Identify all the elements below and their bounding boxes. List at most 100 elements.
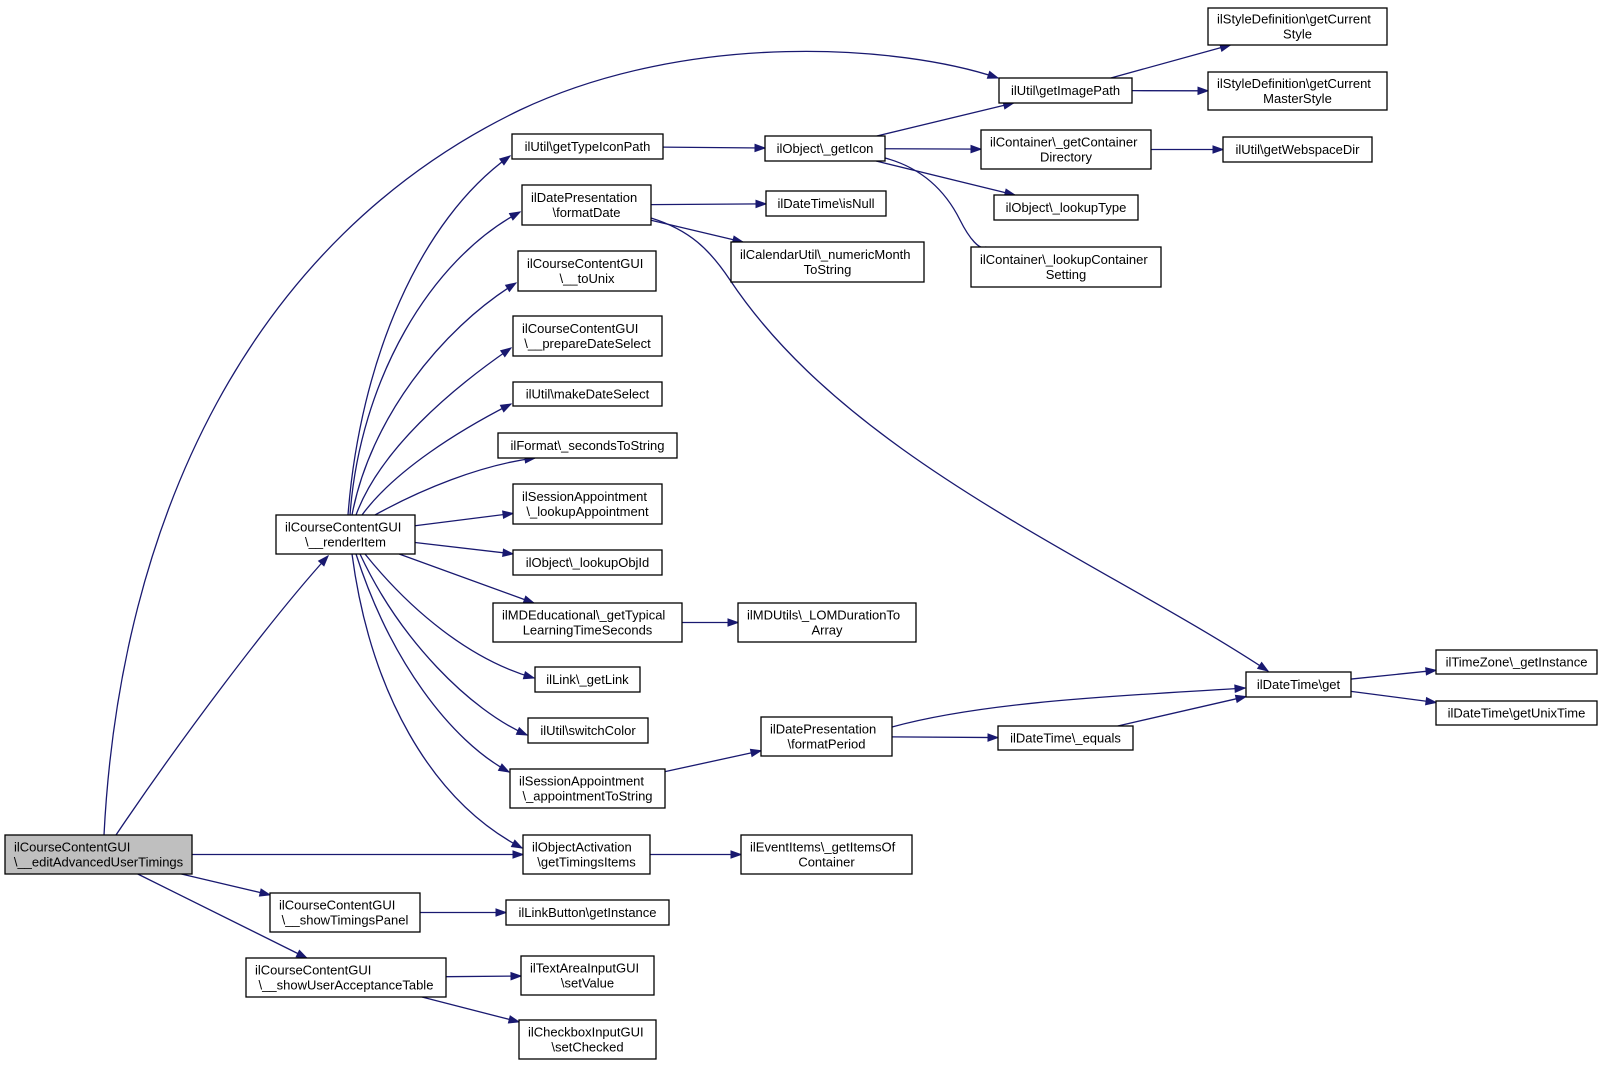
node-label: ilMDEducational\_getTypical	[502, 608, 665, 623]
node-label: \__renderItem	[305, 535, 386, 550]
node-makeDateSelect[interactable]: ilUtil\makeDateSelect	[512, 381, 663, 407]
edge-line	[137, 873, 308, 959]
edge-line	[664, 750, 762, 773]
edge-line	[1117, 695, 1247, 727]
edge-line	[445, 975, 522, 978]
node-box	[740, 834, 913, 875]
node-setChecked[interactable]: ilCheckboxInputGUI\setChecked	[518, 1019, 657, 1060]
node-prepareDateSelect[interactable]: ilCourseContentGUI\__prepareDateSelect	[512, 315, 663, 357]
edge-renderItem-to-makeDateSelect	[361, 403, 513, 516]
node-box	[993, 194, 1139, 221]
node-box	[760, 716, 893, 757]
node-getTypeIconPath[interactable]: ilUtil\getTypeIconPath	[511, 133, 664, 160]
node-lookupType[interactable]: ilObject\_lookupType	[993, 194, 1139, 221]
node-label: ilCourseContentGUI	[522, 321, 638, 336]
edge-root-to-showTimingsPanel	[181, 873, 272, 897]
node-setValue[interactable]: ilTextAreaInputGUI\setValue	[520, 955, 655, 996]
node-formatPeriod[interactable]: ilDatePresentation\formatPeriod	[760, 716, 893, 757]
node-label: LearningTimeSeconds	[523, 623, 653, 638]
node-timeZone[interactable]: ilTimeZone\_getInstance	[1435, 649, 1598, 675]
node-box	[509, 768, 666, 809]
arrowhead	[499, 403, 513, 413]
node-getTypical[interactable]: ilMDEducational\_getTypicalLearningTimeS…	[492, 602, 683, 643]
node-label: \__editAdvancedUserTimings	[14, 855, 184, 870]
edge-line	[355, 553, 510, 773]
node-box	[998, 77, 1133, 104]
edge-line	[650, 217, 1269, 672]
node-label: ilCheckboxInputGUI	[528, 1025, 644, 1040]
node-label: \__showUserAcceptanceTable	[259, 978, 434, 993]
edge-line	[421, 996, 520, 1023]
node-getImagePath[interactable]: ilUtil\getImagePath	[998, 77, 1133, 104]
edge-equals-to-dateTimeGet	[1117, 694, 1248, 727]
node-getTimingsItems[interactable]: ilObjectActivation\getTimingsItems	[522, 834, 651, 875]
node-secondsToString[interactable]: ilFormat\_secondsToString	[497, 432, 678, 459]
node-toUnix[interactable]: ilCourseContentGUI\__toUnix	[517, 250, 657, 292]
node-label: ilDateTime\get	[1257, 677, 1341, 692]
node-webspaceDir[interactable]: ilUtil\getWebspaceDir	[1222, 136, 1373, 163]
node-label: ilCourseContentGUI	[255, 963, 371, 978]
node-box	[1245, 671, 1352, 698]
node-linkButton[interactable]: ilLinkButton\getInstance	[505, 899, 670, 926]
node-layer: ilCourseContentGUI\__editAdvancedUserTim…	[4, 7, 1598, 1060]
node-showTimingsPanel[interactable]: ilCourseContentGUI\__showTimingsPanel	[269, 892, 421, 933]
arrowhead	[502, 510, 515, 519]
node-formatDate[interactable]: ilDatePresentation\formatDate	[521, 184, 652, 226]
arrowhead	[499, 347, 513, 358]
node-label: ilDatePresentation	[531, 190, 637, 205]
node-label: ilContainer\_lookupContainer	[980, 252, 1148, 267]
node-label: \__prepareDateSelect	[524, 336, 651, 351]
arrowhead	[498, 155, 512, 166]
edge-line	[662, 146, 766, 149]
node-switchColor[interactable]: ilUtil\switchColor	[527, 717, 649, 744]
node-appointmentToString[interactable]: ilSessionAppointment\_appointmentToStrin…	[509, 768, 666, 809]
node-box	[492, 602, 683, 643]
node-unixTime[interactable]: ilDateTime\getUnixTime	[1435, 700, 1598, 726]
node-box	[521, 184, 652, 226]
node-equals[interactable]: ilDateTime\_equals	[997, 725, 1134, 751]
edge-renderItem-to-getLink	[364, 553, 536, 680]
node-label: \formatDate	[553, 205, 621, 220]
edge-renderItem-to-formatDate	[349, 211, 522, 516]
node-label: ilTimeZone\_getInstance	[1446, 655, 1588, 670]
edge-renderItem-to-secondsToString	[374, 455, 537, 516]
node-lookupObjId[interactable]: ilObject\_lookupObjId	[512, 549, 663, 576]
edge-showUserAcceptanceTable-to-setValue	[445, 971, 523, 981]
node-showUserAcceptanceTable[interactable]: ilCourseContentGUI\__showUserAcceptanceT…	[245, 957, 447, 998]
node-label: ilUtil\getTypeIconPath	[525, 139, 651, 154]
node-dateTimeGet[interactable]: ilDateTime\get	[1245, 671, 1352, 698]
node-label: ilStyleDefinition\getCurrent	[1217, 12, 1371, 27]
node-lookupAppointment[interactable]: ilSessionAppointment\_lookupAppointment	[512, 483, 663, 525]
edge-line	[361, 403, 512, 516]
node-box	[764, 135, 886, 162]
arrowhead	[755, 199, 768, 209]
edge-root-to-getTimingsItems	[192, 850, 525, 859]
edge-line	[414, 512, 514, 527]
edge-renderItem-to-switchColor	[359, 553, 529, 736]
node-label: ilCourseContentGUI	[14, 840, 130, 855]
node-label: ilLinkButton\getInstance	[518, 905, 656, 920]
node-isNull[interactable]: ilDateTime\isNull	[765, 190, 887, 217]
edge-getContainerDir-to-webspaceDir	[1151, 145, 1225, 154]
node-box	[1435, 700, 1598, 726]
node-getIcon[interactable]: ilObject\_getIcon	[764, 135, 886, 162]
arrowhead	[510, 971, 523, 981]
node-label: ilUtil\switchColor	[540, 723, 636, 738]
edge-formatDate-to-dateTimeGet	[650, 217, 1270, 672]
arrowhead	[749, 748, 763, 758]
edge-line	[1110, 44, 1231, 79]
node-getLink[interactable]: ilLink\_getLink	[534, 666, 641, 693]
edge-layer	[103, 43, 1438, 1024]
node-label: ToString	[804, 262, 852, 277]
edge-line	[347, 155, 511, 516]
node-renderItem[interactable]: ilCourseContentGUI\__renderItem	[275, 514, 416, 555]
edge-renderItem-to-appointmentToString	[355, 553, 511, 773]
